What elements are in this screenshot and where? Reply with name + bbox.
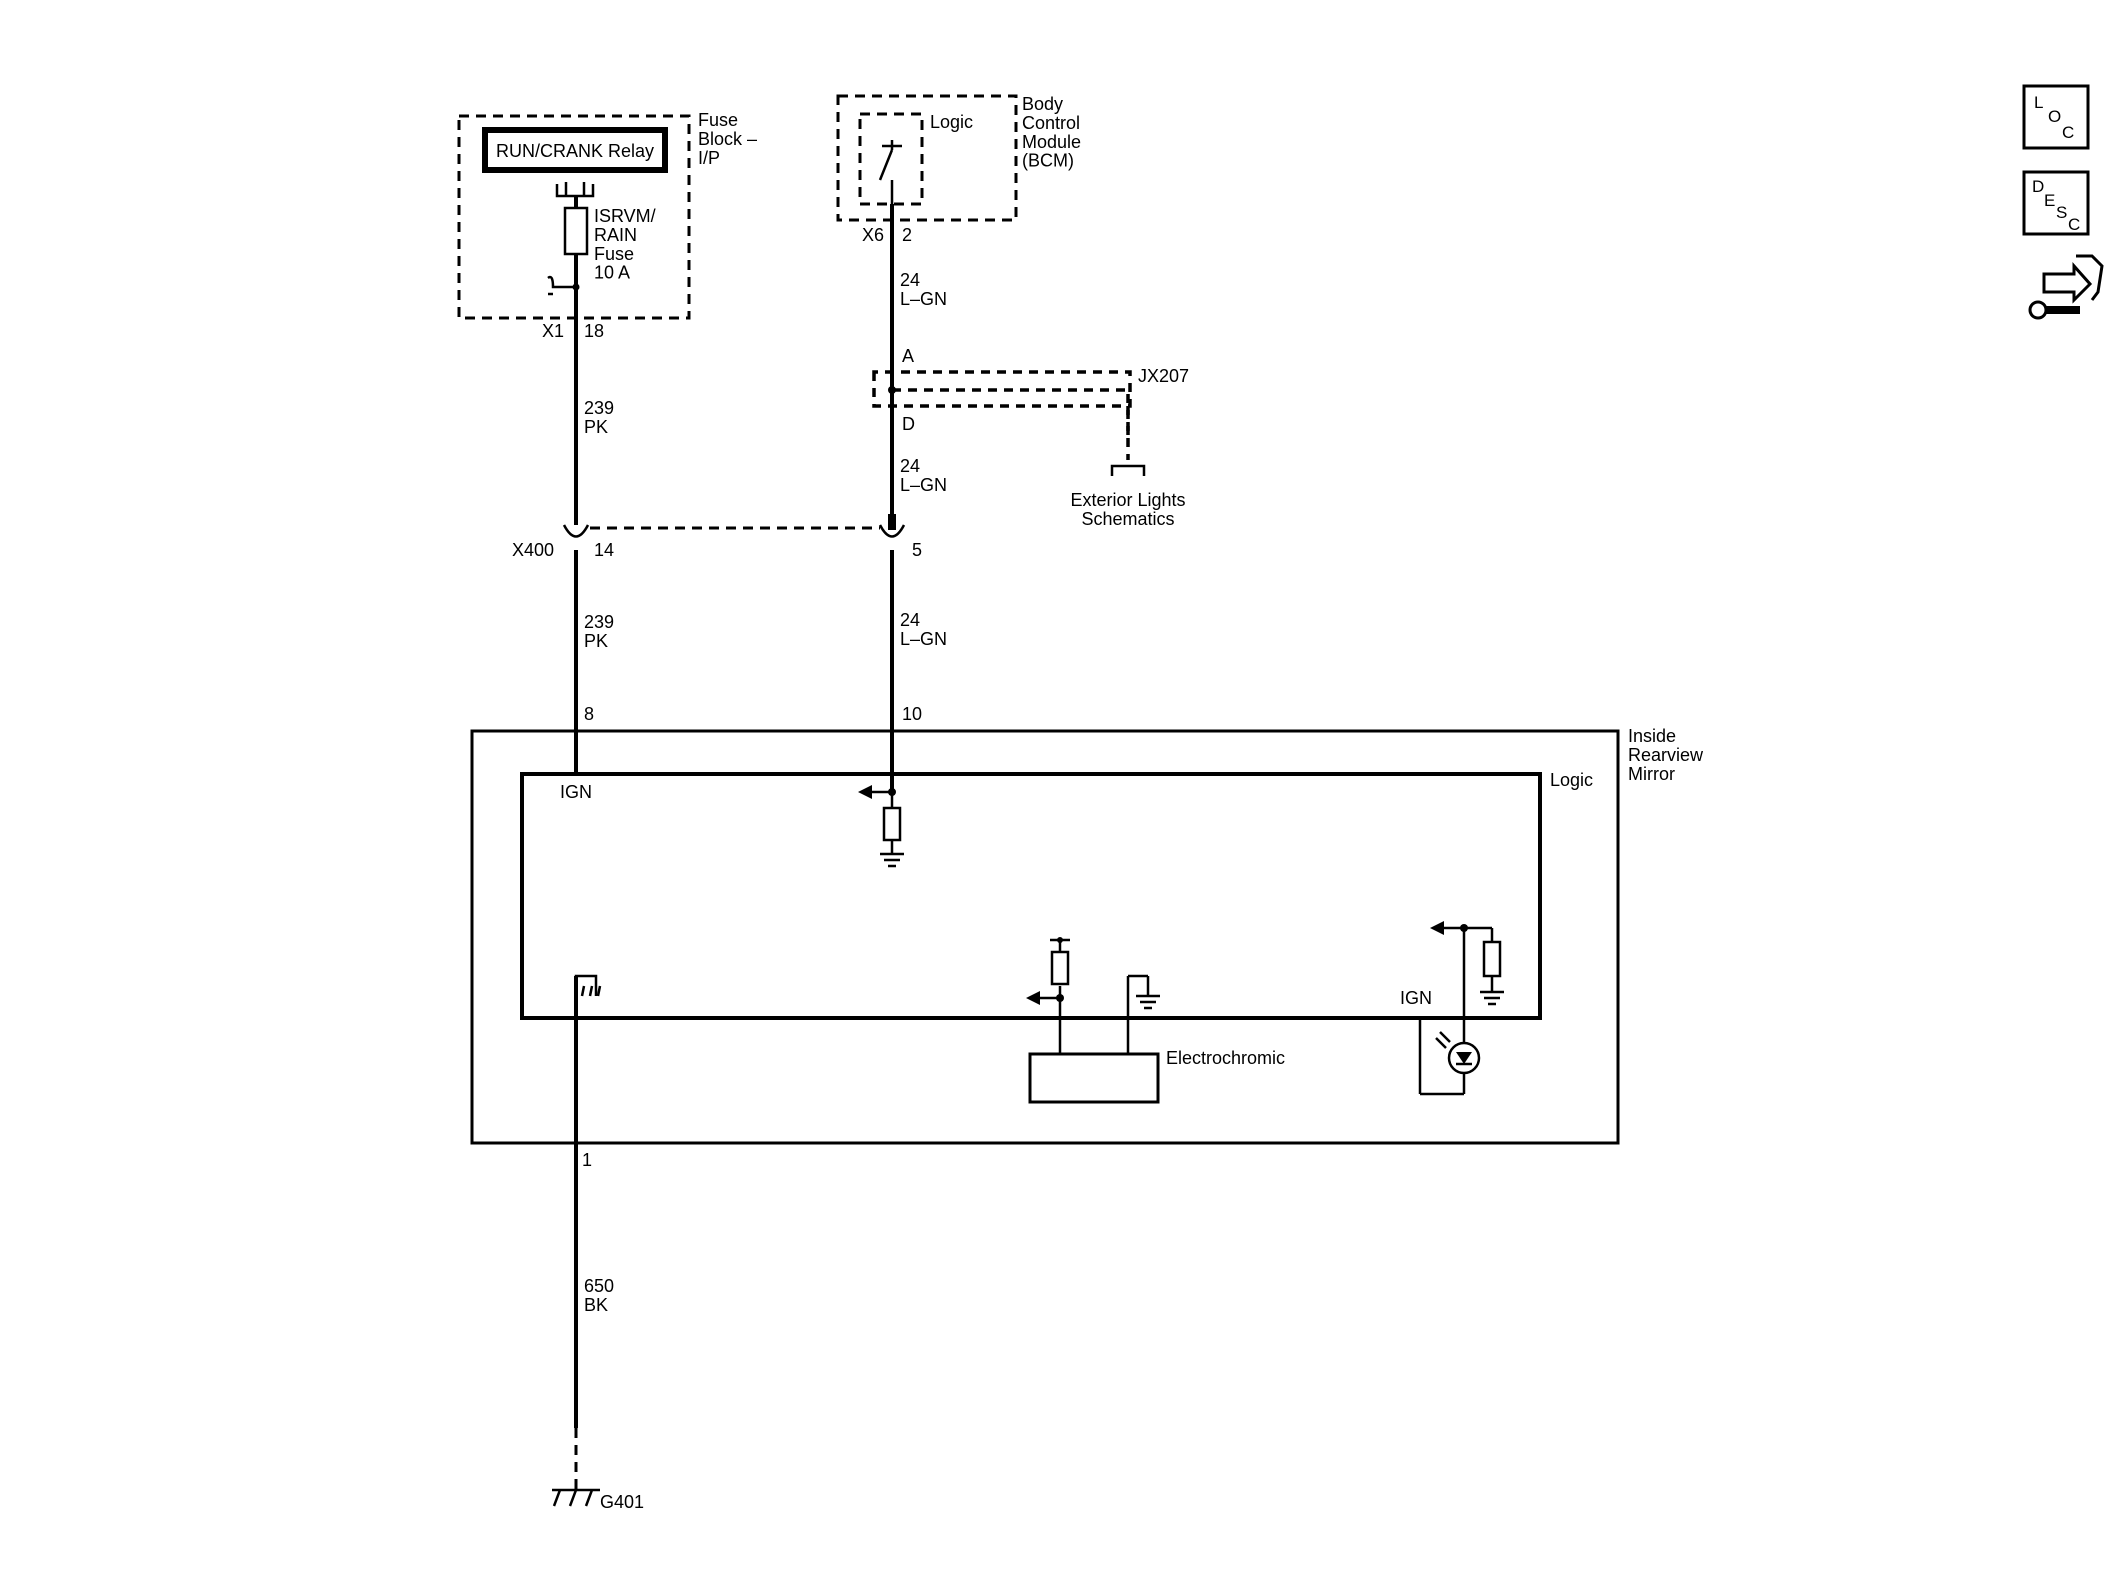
ign-left-label: IGN: [560, 782, 592, 802]
loc-letter-l: L: [2034, 93, 2043, 112]
bcm-logic-label: Logic: [930, 112, 973, 132]
splice-pin-a: A: [902, 346, 914, 366]
loc-letter-c: C: [2062, 123, 2074, 142]
mirror-pin-10: 10: [902, 704, 922, 724]
splice-pin-d: D: [902, 414, 915, 434]
x400-label: X400: [512, 540, 554, 560]
desc-letter-d: D: [2032, 177, 2044, 196]
run-crank-relay-label: RUN/CRANK Relay: [496, 141, 654, 161]
connector-service-icon[interactable]: [2028, 254, 2104, 320]
splice-label: JX207: [1138, 366, 1189, 386]
loc-letter-o: O: [2048, 107, 2061, 126]
desc-button[interactable]: D E S C: [2022, 170, 2090, 236]
mirror-pin-1: 1: [582, 1150, 592, 1170]
desc-letter-s: S: [2056, 203, 2067, 222]
ign-right-label: IGN: [1400, 988, 1432, 1008]
x400-connector: X400 14 5: [512, 514, 922, 560]
x6-pin: 2: [902, 225, 912, 245]
ground-g401-label: G401: [600, 1492, 644, 1512]
x400-pin-right: 5: [912, 540, 922, 560]
x1-label: X1: [542, 321, 564, 341]
x400-pin-left: 14: [594, 540, 614, 560]
mirror-pin-8: 8: [584, 704, 594, 724]
fuse-icon: [563, 206, 589, 256]
electrochromic-element: [1028, 1052, 1160, 1104]
desc-letter-c: C: [2068, 215, 2080, 234]
desc-letter-e: E: [2044, 191, 2055, 210]
x6-label: X6: [862, 225, 884, 245]
x1-pin: 18: [584, 321, 604, 341]
electrochromic-label: Electrochromic: [1166, 1048, 1285, 1068]
run-crank-relay: [482, 127, 668, 173]
mirror-logic-label: Logic: [1550, 770, 1593, 790]
loc-button[interactable]: L O C: [2022, 84, 2090, 150]
